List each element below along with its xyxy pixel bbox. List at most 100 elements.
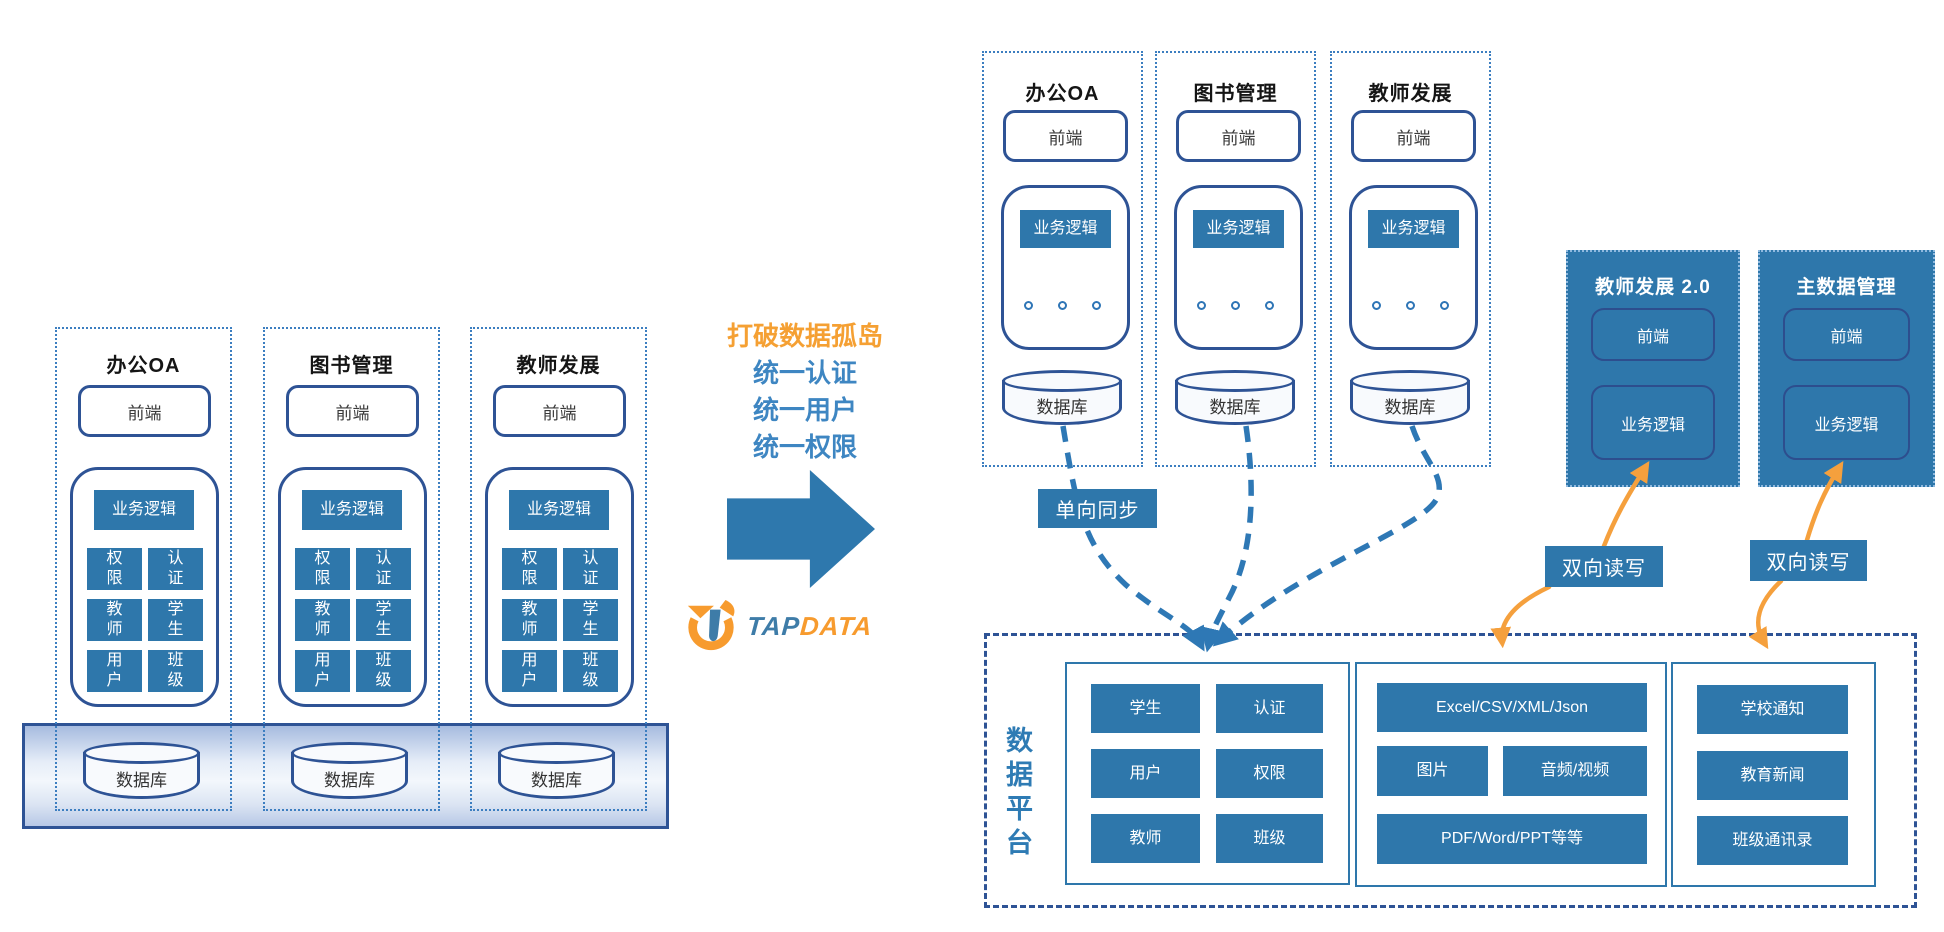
module-box: 班级 [356,650,411,692]
headline-line: 统一用户 [752,395,857,425]
database-cylinder: 数据库 [1002,370,1122,425]
headline-line: 统一认证 [752,358,857,388]
platform-title: 数据平台 [1002,726,1032,862]
logic-container: 业务逻辑 权限 认证 教师 学生 用户 班级 [278,467,427,707]
logic-container: 业务逻辑 权限 认证 教师 学生 用户 班级 [70,467,219,707]
data-box: 学生 [1091,684,1200,733]
ellipsis-dot [1406,301,1415,310]
app-title: 办公OA [106,355,181,377]
data-box: 班级通讯录 [1697,816,1848,865]
frontend-box: 前端 [493,385,626,437]
business-logic-box: 业务逻辑 [94,490,194,530]
business-logic-label: 业务逻辑 [111,501,176,519]
ellipsis-dot [1058,301,1067,310]
platform-section-files: Excel/CSV/XML/Json 图片 音频/视频 PDF/Word/PPT… [1355,662,1667,887]
module-grid: 权限 认证 教师 学生 用户 班级 [295,548,411,692]
ellipsis-dots [1157,301,1314,310]
frontend-box: 前端 [1591,308,1715,361]
headline-line: 打破数据孤岛 [726,321,883,351]
module-box: 用户 [87,650,142,692]
sync-curves [1060,425,1442,653]
business-logic-box: 业务逻辑 [302,490,402,530]
database-cylinder: 数据库 [83,742,200,799]
logic-container: 业务逻辑 [1174,185,1303,350]
transition-headline: 打破数据孤岛 统一认证 统一用户 统一权限 [700,318,910,466]
data-box: 教师 [1091,814,1200,863]
data-box: PDF/Word/PPT等等 [1377,814,1647,864]
platform-section-structured: 学生 认证 用户 权限 教师 班级 [1065,662,1350,885]
modern-column-teacher: 教师发展 前端 业务逻辑 数据库 [1330,51,1491,467]
logic-container: 业务逻辑 [1349,185,1478,350]
tapdata-logo: TAPDATA [684,598,874,654]
sync-tag: 单向同步 [1038,489,1157,528]
frontend-box: 前端 [1176,110,1301,162]
new-app-panel-masterdata: 主数据管理 前端 业务逻辑 [1758,250,1935,487]
frontend-box: 前端 [1003,110,1128,162]
module-box: 教师 [502,599,557,641]
ellipsis-dot [1265,301,1274,310]
module-box: 用户 [502,650,557,692]
ellipsis-dot [1092,301,1101,310]
data-box: 权限 [1216,749,1323,798]
database-cylinder: 数据库 [291,742,408,799]
data-box: 图片 [1377,746,1488,796]
legacy-column-oa: 办公OA 前端 业务逻辑 权限 认证 教师 学生 用户 班级 [55,327,232,811]
business-logic-box: 业务逻辑 [1783,385,1910,460]
module-box: 班级 [563,650,618,692]
logic-container: 业务逻辑 [1001,185,1130,350]
ellipsis-dots [1332,301,1489,310]
ellipsis-dot [1024,301,1033,310]
modern-column-library: 图书管理 前端 业务逻辑 数据库 [1155,51,1316,467]
frontend-box: 前端 [1351,110,1476,162]
app-title: 教师发展 2.0 [1595,277,1711,298]
app-title: 教师发展 [1368,83,1453,105]
business-logic-box: 业务逻辑 [1193,210,1284,248]
app-title: 图书管理 [309,355,394,377]
logic-container: 业务逻辑 权限 认证 教师 学生 用户 班级 [485,467,634,707]
frontend-box: 前端 [1783,308,1910,361]
business-logic-box: 业务逻辑 [509,490,609,530]
module-box: 用户 [295,650,350,692]
data-box: 音频/视频 [1503,746,1647,796]
module-box: 权限 [87,548,142,590]
rw-curves [1490,460,1844,650]
ellipsis-dot [1440,301,1449,310]
headline-line: 统一权限 [752,432,857,462]
frontend-label: 前端 [127,403,162,423]
database-cylinder: 数据库 [498,742,615,799]
module-grid: 权限 认证 教师 学生 用户 班级 [502,548,618,692]
legacy-column-library: 图书管理 前端 业务逻辑 权限 认证 教师 学生 用户 班级 [263,327,440,811]
modern-column-oa: 办公OA 前端 业务逻辑 数据库 [982,51,1143,467]
database-cylinder: 数据库 [1350,370,1470,425]
module-box: 教师 [87,599,142,641]
module-box: 权限 [295,548,350,590]
platform-section-content: 学校通知 教育新闻 班级通讯录 [1671,662,1876,887]
data-box: 学校通知 [1697,685,1848,734]
data-box: 班级 [1216,814,1323,863]
data-box: 用户 [1091,749,1200,798]
module-grid: 权限 认证 教师 学生 用户 班级 [87,548,203,692]
frontend-box: 前端 [78,385,211,437]
module-box: 教师 [295,599,350,641]
rw-tag-1: 双向读写 [1545,546,1663,587]
module-box: 认证 [148,548,203,590]
business-logic-box: 业务逻辑 [1368,210,1459,248]
ellipsis-dot [1197,301,1206,310]
app-title: 主数据管理 [1796,277,1897,298]
business-logic-box: 业务逻辑 [1591,385,1715,460]
data-platform: 数据平台 学生 认证 用户 权限 教师 班级 Excel/CSV/XML/Jso… [984,633,1917,908]
ellipsis-dot [1372,301,1381,310]
tapdata-icon [687,599,735,651]
data-box: 教育新闻 [1697,751,1848,800]
module-box: 班级 [148,650,203,692]
ellipsis-dots [984,301,1141,310]
module-box: 认证 [356,548,411,590]
rw-tag-2: 双向读写 [1750,540,1867,581]
module-box: 学生 [356,599,411,641]
new-app-panel-teacher2: 教师发展 2.0 前端 业务逻辑 [1566,250,1740,487]
module-box: 学生 [148,599,203,641]
app-title: 图书管理 [1193,83,1278,105]
module-box: 认证 [563,548,618,590]
app-title: 教师发展 [516,355,601,377]
